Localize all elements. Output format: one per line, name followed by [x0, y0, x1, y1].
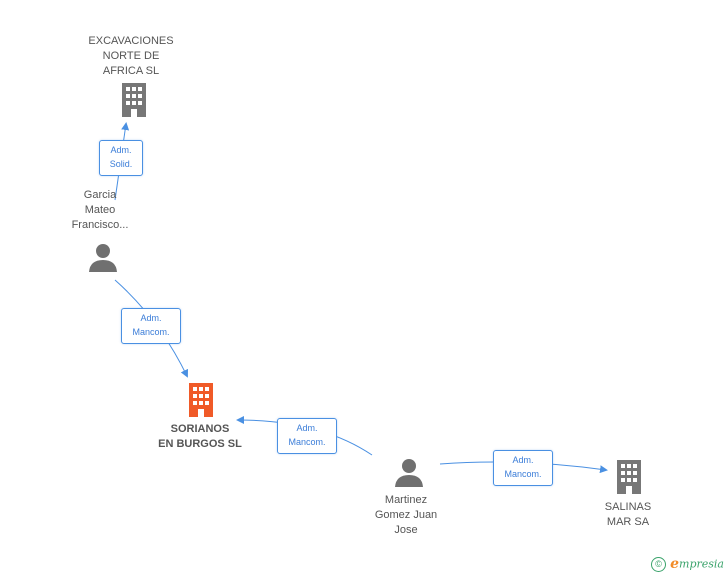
person-label-martinez: Martinez Gomez Juan Jose — [374, 494, 438, 536]
copyright-icon: © — [651, 556, 667, 572]
person-label-garcia: Garcia Mateo Francisco... — [71, 189, 129, 231]
person-icon[interactable] — [394, 458, 424, 488]
empresia-logo: ©empresia — [651, 556, 724, 572]
edge-label-adm-solid[interactable]: Adm. Solid. — [99, 140, 143, 176]
edge-label-adm-mancom[interactable]: Adm. Mancom. — [493, 450, 553, 486]
brand-name: mpresia — [679, 557, 724, 571]
company-label-sorianos: SORIANOS EN BURGOS SL — [158, 423, 242, 450]
edge-label-adm-mancom[interactable]: Adm. Mancom. — [277, 418, 337, 454]
building-icon[interactable] — [119, 83, 149, 117]
company-label-salinas: SALINAS MAR SA — [604, 501, 652, 528]
building-icon[interactable] — [186, 383, 216, 417]
person-icon[interactable] — [88, 243, 118, 273]
building-icon[interactable] — [614, 460, 644, 494]
edge-label-adm-mancom[interactable]: Adm. Mancom. — [121, 308, 181, 344]
brand-initial: e — [670, 556, 680, 572]
company-label-excavaciones: EXCAVACIONES NORTE DE AFRICA SL — [88, 35, 174, 77]
